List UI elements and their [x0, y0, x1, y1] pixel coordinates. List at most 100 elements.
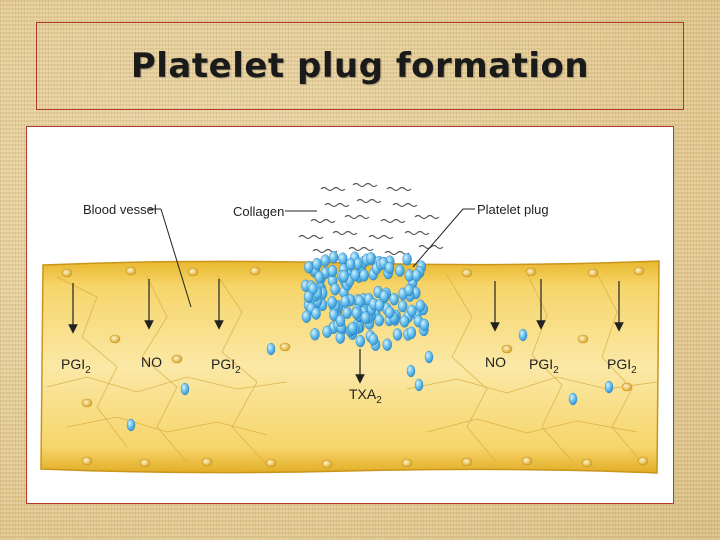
cell-nucleus — [462, 458, 472, 466]
cell-nucleus — [62, 269, 72, 277]
platelet — [312, 308, 321, 320]
blood-vessel-wall — [41, 261, 659, 473]
platelet — [393, 329, 402, 341]
collagen-fiber — [357, 200, 381, 203]
platelet — [375, 299, 384, 311]
cell-nucleus — [202, 458, 212, 466]
platelet — [395, 265, 404, 277]
cell-nucleus — [322, 460, 332, 468]
platelet — [385, 262, 394, 274]
platelet — [405, 284, 414, 296]
platelet — [390, 293, 399, 305]
collagen-fiber — [311, 220, 335, 223]
cell-nucleus — [634, 267, 644, 275]
cell-nucleus — [126, 267, 136, 275]
collagen-fiber — [369, 236, 393, 239]
label-platelet-plug: Platelet plug — [477, 202, 549, 217]
chemical-label-no-2: NO — [485, 354, 506, 370]
cell-nucleus — [140, 459, 150, 467]
cell-nucleus — [622, 383, 632, 391]
platelet — [569, 393, 577, 405]
platelet — [385, 307, 394, 319]
cell-nucleus — [578, 335, 588, 343]
collagen-fiber — [381, 220, 405, 223]
platelet — [348, 322, 357, 334]
collagen-fiber — [325, 204, 349, 207]
platelet — [311, 328, 320, 340]
platelet — [412, 269, 421, 281]
cell-nucleus — [582, 459, 592, 467]
platelet — [400, 315, 409, 327]
chemical-label-no-1: NO — [141, 354, 162, 370]
cell-nucleus — [110, 335, 120, 343]
cell-nucleus — [402, 459, 412, 467]
cell-nucleus — [588, 269, 598, 277]
cell-nucleus — [82, 457, 92, 465]
platelet — [346, 258, 355, 270]
cell-nucleus — [638, 457, 648, 465]
platelet — [329, 251, 338, 263]
collagen-fiber — [299, 236, 323, 239]
platelet — [352, 307, 361, 319]
platelet — [403, 253, 412, 265]
platelet — [605, 381, 613, 393]
cell-nucleus — [526, 268, 536, 276]
platelet — [127, 419, 135, 431]
platelet — [407, 305, 416, 317]
platelet — [425, 351, 433, 363]
platelet — [360, 269, 369, 281]
collagen-fiber — [333, 232, 357, 235]
diagram-frame: Blood vessel Collagen Platelet plug PGI2… — [26, 126, 674, 504]
label-collagen: Collagen — [233, 204, 284, 219]
platelet — [366, 252, 375, 264]
platelet — [336, 315, 345, 327]
platelet — [340, 270, 349, 282]
cell-nucleus — [502, 345, 512, 353]
platelet — [351, 269, 360, 281]
platelet — [416, 300, 425, 312]
collagen-fiber — [387, 188, 411, 191]
platelet — [420, 319, 429, 331]
collagen-fibers — [299, 184, 443, 255]
platelet — [398, 300, 407, 312]
platelet — [328, 296, 337, 308]
cell-nucleus — [172, 355, 182, 363]
platelet — [415, 379, 423, 391]
label-blood-vessel: Blood vessel — [83, 202, 157, 217]
collagen-fiber — [349, 248, 373, 251]
cell-nucleus — [82, 399, 92, 407]
platelet — [407, 327, 416, 339]
title-box: Platelet plug formation — [36, 22, 684, 110]
platelet — [369, 333, 378, 345]
platelet — [361, 312, 370, 324]
collagen-fiber — [321, 188, 345, 191]
cell-nucleus — [522, 457, 532, 465]
cell-nucleus — [280, 343, 290, 351]
platelet — [407, 365, 415, 377]
platelet — [302, 311, 311, 323]
platelet — [338, 253, 347, 265]
platelet-plug-diagram: Blood vessel Collagen Platelet plug PGI2… — [27, 127, 673, 503]
cell-nucleus — [188, 268, 198, 276]
platelet — [321, 255, 330, 267]
platelet — [304, 291, 313, 303]
slide-title: Platelet plug formation — [131, 46, 589, 86]
collagen-fiber — [353, 184, 377, 187]
platelet — [267, 343, 275, 355]
platelet — [323, 326, 332, 338]
platelet — [375, 314, 384, 326]
platelet — [383, 339, 392, 351]
cell-nucleus — [266, 459, 276, 467]
platelet — [315, 271, 324, 283]
collagen-fiber — [415, 216, 439, 219]
cell-nucleus — [250, 267, 260, 275]
platelet — [304, 261, 313, 273]
platelet — [519, 329, 527, 341]
collagen-fiber — [405, 232, 429, 235]
platelet — [328, 265, 337, 277]
collagen-fiber — [393, 204, 417, 207]
collagen-fiber — [345, 216, 369, 219]
platelet — [312, 258, 321, 270]
platelet — [356, 335, 365, 347]
platelet — [181, 383, 189, 395]
